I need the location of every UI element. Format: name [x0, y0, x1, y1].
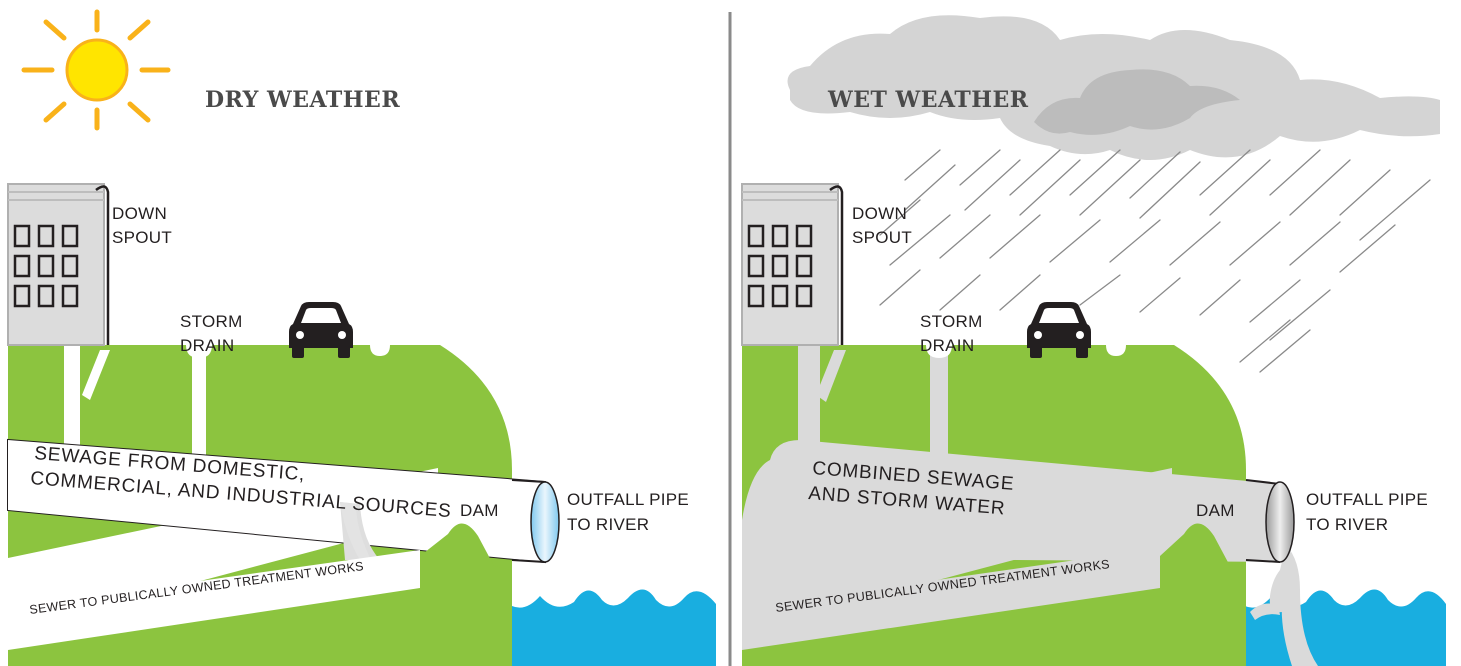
- wet-weather-panel: WET WEATHER: [741, 15, 1446, 666]
- sewer-pipe: [742, 548, 1160, 650]
- window-icon: [747, 224, 813, 308]
- dam-label: DAM: [460, 501, 499, 520]
- dry-title: DRY WEATHER: [205, 87, 400, 113]
- wet-title: WET WEATHER: [827, 87, 1029, 113]
- car-icon: [289, 302, 353, 358]
- storm-drain-label-line1: STORM: [920, 312, 983, 331]
- river-water: [512, 589, 716, 666]
- dam: [1160, 523, 1246, 610]
- downspout-label-line2: SPOUT: [112, 228, 172, 247]
- building: [741, 183, 844, 346]
- building: [7, 183, 110, 346]
- car-icon: [1027, 302, 1091, 358]
- storm-drain-label-line2: DRAIN: [180, 336, 234, 355]
- outfall-label-line1: OUTFALL PIPE: [1306, 490, 1428, 509]
- downspout-label-line1: DOWN: [112, 204, 167, 223]
- outfall-label-line1: OUTFALL PIPE: [567, 490, 689, 509]
- window-icon: [13, 224, 79, 308]
- outfall-pipe-opening: [530, 481, 560, 563]
- downspout-label-line2: SPOUT: [852, 228, 912, 247]
- dry-weather-panel: DRY WEATHER: [7, 9, 716, 666]
- storm-drain-pipe: [192, 352, 206, 462]
- sun-icon: [21, 9, 171, 131]
- storm-drain-label-line1: STORM: [180, 312, 243, 331]
- sewer-drop: [340, 502, 372, 562]
- outfall-pipe-opening: [1265, 481, 1295, 563]
- cloud-icon: [787, 15, 1440, 160]
- downspout-pipe: [829, 185, 844, 345]
- main-pipe: [742, 440, 1280, 562]
- downspout-pipe: [95, 185, 110, 345]
- storm-drain-pipe: [930, 352, 948, 464]
- sewer-pipe: [8, 550, 420, 650]
- storm-drain-label-line2: DRAIN: [920, 336, 974, 355]
- outfall-label-line2: TO RIVER: [567, 515, 649, 534]
- outfall-label-line2: TO RIVER: [1306, 515, 1388, 534]
- rain-icon: [879, 149, 1431, 373]
- downspout-connector: [82, 350, 110, 400]
- dam: [420, 523, 510, 610]
- dam-label: DAM: [1196, 501, 1235, 520]
- downspout-label-line1: DOWN: [852, 204, 907, 223]
- downspout-connector: [816, 350, 846, 402]
